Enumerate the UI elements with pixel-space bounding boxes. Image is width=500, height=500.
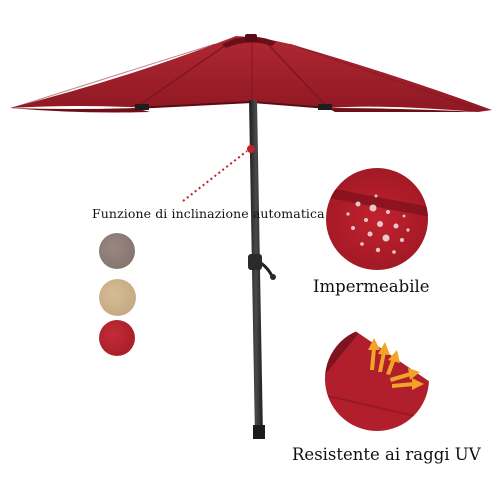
uv-resistant-label: Resistente ai raggi UV	[292, 445, 481, 464]
umbrella-canopy	[10, 34, 492, 113]
uv-arrows-icon	[368, 338, 424, 390]
tilt-feature-label: Funzione di inclinazione automatica	[92, 206, 325, 221]
tilt-pointer-line	[182, 150, 248, 202]
waterproof-inset	[326, 168, 428, 270]
water-droplets-icon	[346, 194, 410, 254]
color-swatch-taupe	[99, 233, 135, 269]
uv-resistant-inset	[325, 327, 429, 431]
crank-handle-icon	[248, 254, 276, 280]
umbrella-pole	[247, 100, 276, 439]
color-swatch-red	[99, 320, 135, 356]
waterproof-label: Impermeabile	[313, 277, 430, 296]
color-swatch-beige	[99, 279, 136, 316]
